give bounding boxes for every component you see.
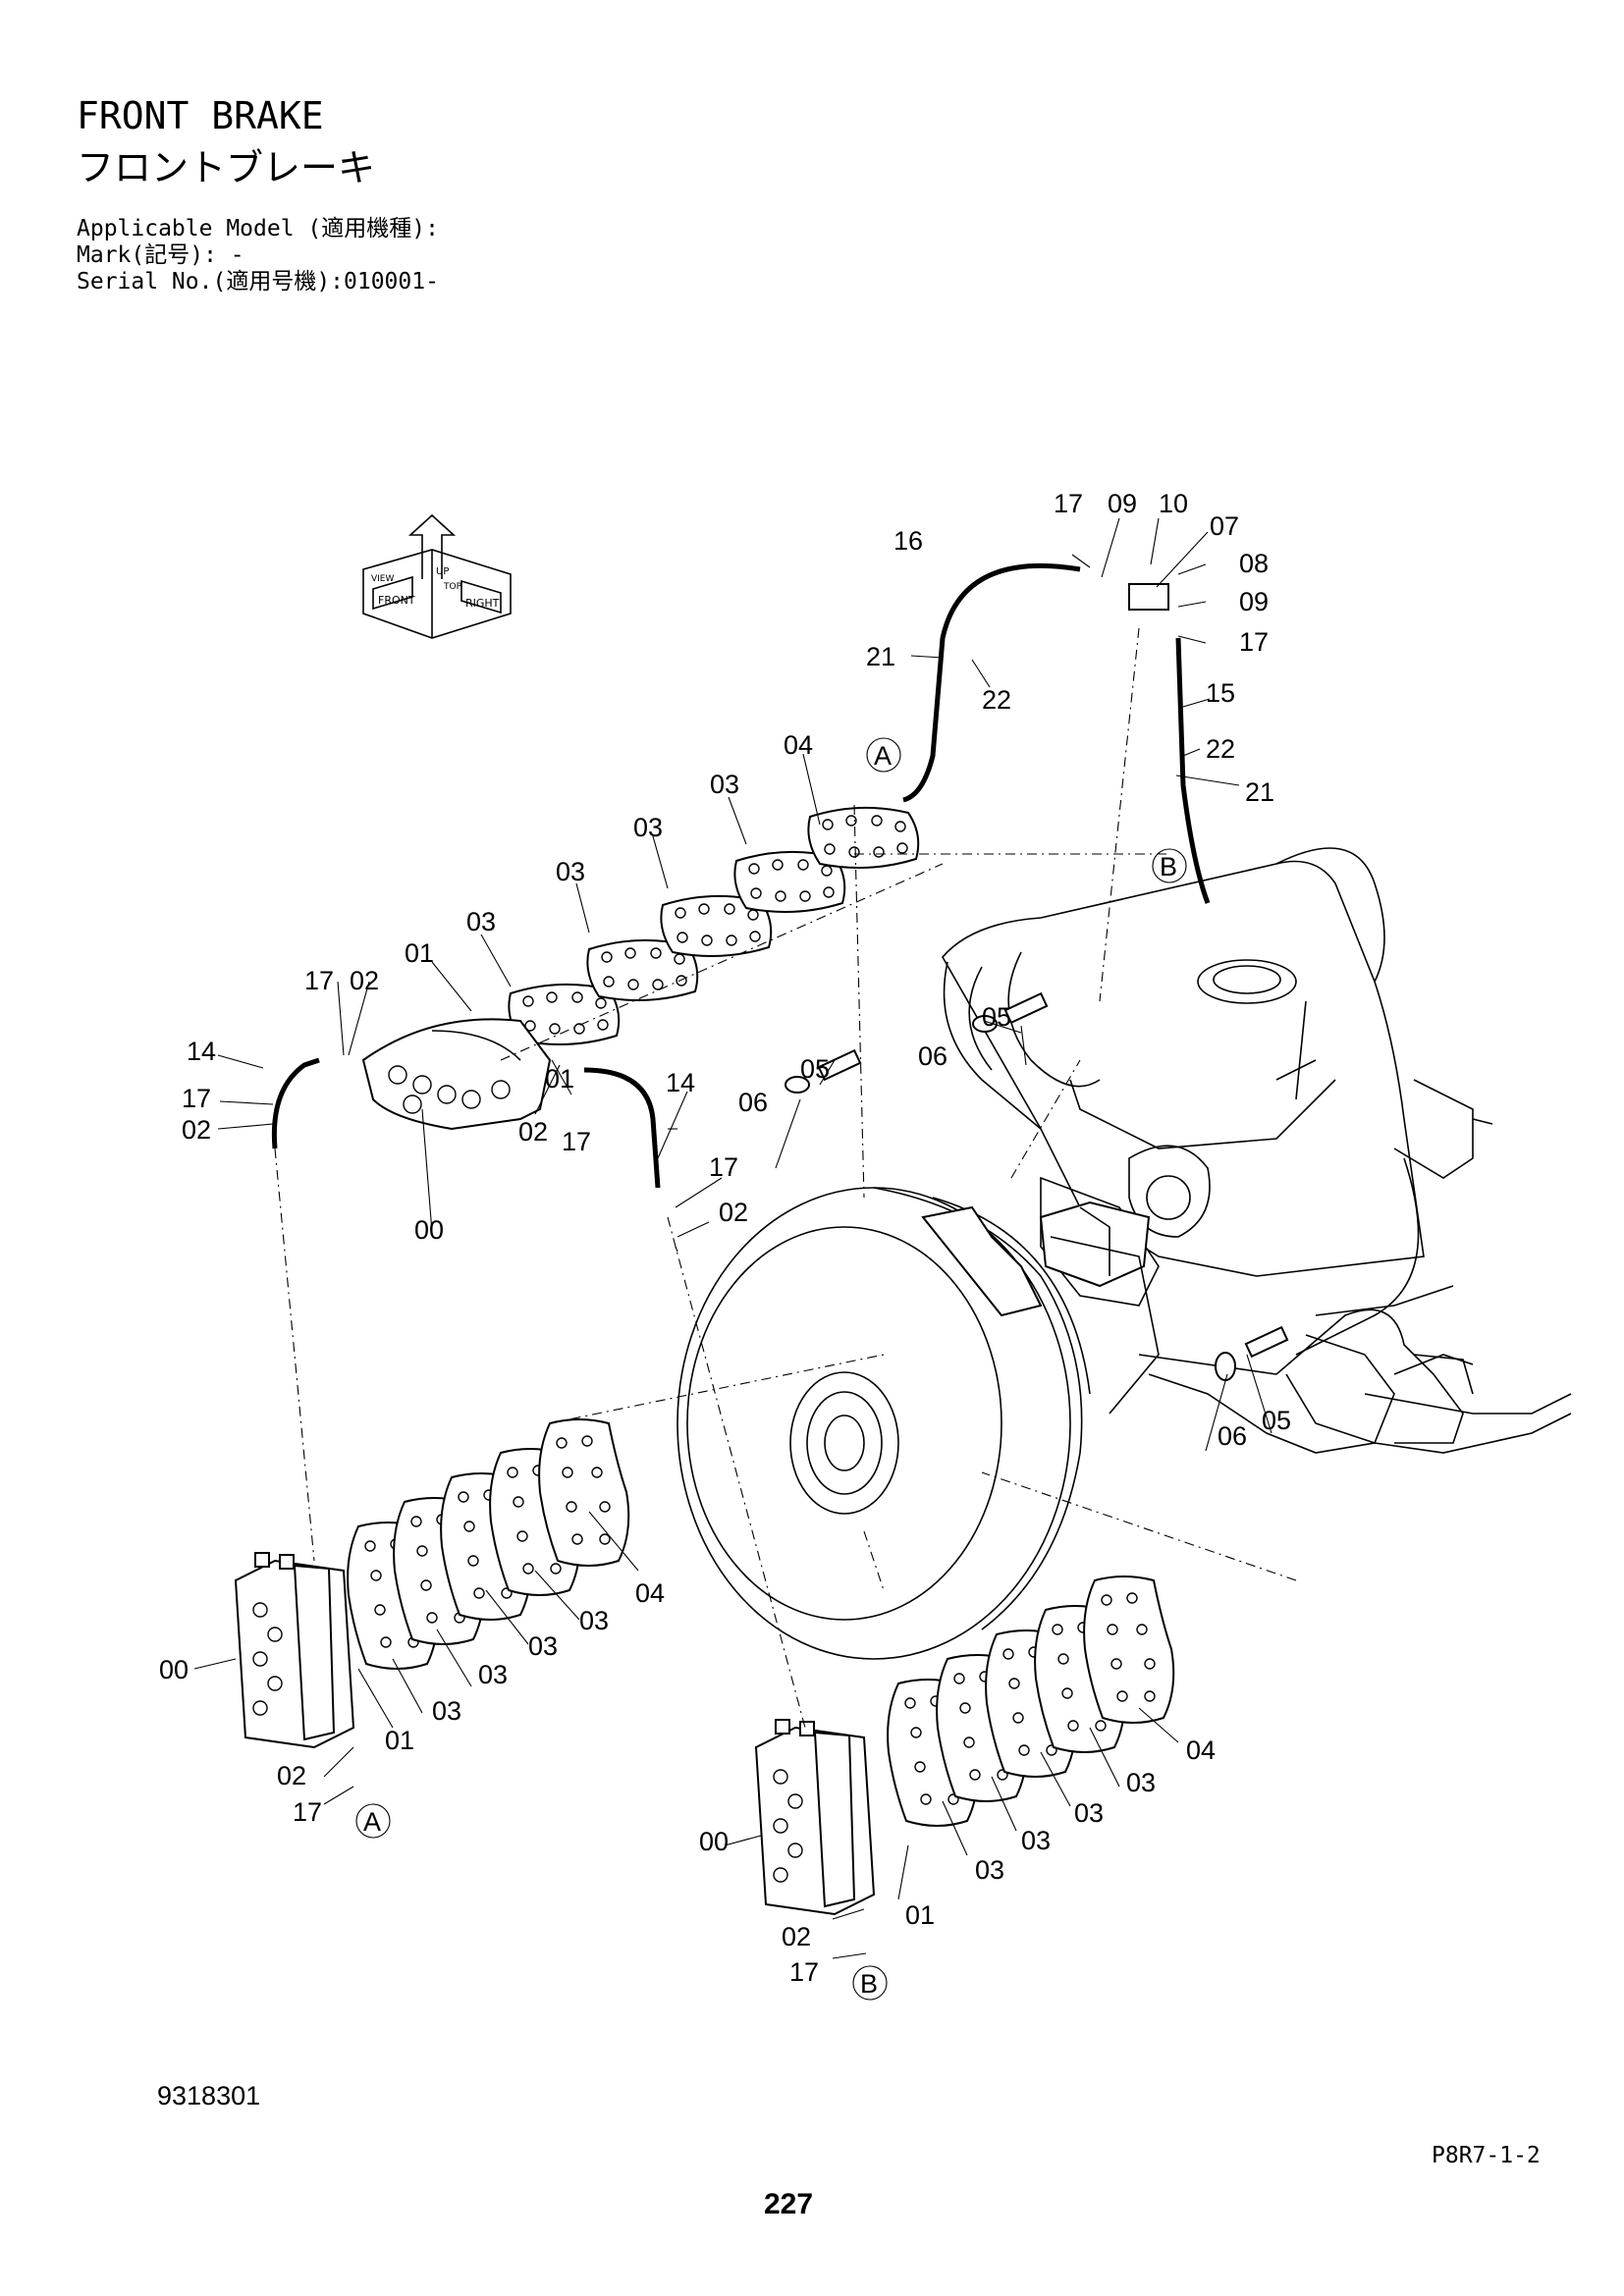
part-label: 03 xyxy=(1074,1798,1104,1828)
part-label: 03 xyxy=(432,1696,461,1726)
part-label: 01 xyxy=(905,1900,935,1930)
view-label: VIEW xyxy=(371,574,394,584)
ref-a: A xyxy=(874,741,892,771)
orientation-indicator: FRONT RIGHT UP VIEW TOP xyxy=(362,513,512,639)
part-label: 03 xyxy=(975,1855,1004,1885)
part-label: 03 xyxy=(1021,1826,1051,1855)
applicable-model: Applicable Model (適用機種): xyxy=(77,216,439,241)
part-label: 22 xyxy=(1206,734,1235,764)
right-caliper xyxy=(755,1719,875,1915)
part-label: 02 xyxy=(182,1115,211,1145)
ref-b: B xyxy=(860,1969,878,1999)
part-label: 06 xyxy=(1218,1421,1247,1451)
part-label: 03 xyxy=(466,907,496,936)
leader-lines xyxy=(193,517,1272,1959)
assembly-lines xyxy=(274,627,1297,1729)
part-label: 09 xyxy=(1239,587,1269,616)
mark: Mark(記号): - xyxy=(77,242,244,268)
axle-housing xyxy=(942,847,1572,1454)
part-label: 06 xyxy=(738,1088,768,1117)
part-label: 17 xyxy=(709,1152,738,1182)
part-label: 14 xyxy=(666,1068,695,1097)
part-label: 01 xyxy=(405,938,434,968)
part-label: 06 xyxy=(918,1041,947,1071)
part-label: 02 xyxy=(518,1117,548,1147)
part-label: 05 xyxy=(1262,1406,1291,1435)
top-caliper xyxy=(361,1018,552,1131)
front-label: FRONT xyxy=(378,594,415,607)
wheel-hub xyxy=(677,1187,1160,1660)
page-number: 227 xyxy=(764,2188,814,2220)
drawing-number: 9318301 xyxy=(157,2081,261,2110)
part-label: 03 xyxy=(633,813,663,842)
part-label: 05 xyxy=(982,1002,1011,1032)
page-code: P8R7-1-2 xyxy=(1432,2143,1541,2168)
top-plate-stack xyxy=(508,806,920,1045)
part-labels: 17 09 10 07 08 09 17 15 22 21 16 21 22 0… xyxy=(159,489,1291,1987)
part-label: 04 xyxy=(1186,1735,1216,1765)
part-label: 05 xyxy=(800,1054,830,1084)
part-label: 00 xyxy=(699,1827,729,1856)
part-label: 21 xyxy=(866,642,895,671)
part-label: 10 xyxy=(1159,489,1188,518)
part-label: 02 xyxy=(277,1761,306,1790)
part-label: 02 xyxy=(782,1922,811,1951)
part-label: 17 xyxy=(1239,627,1269,657)
part-label: 08 xyxy=(1239,549,1269,578)
left-caliper xyxy=(235,1552,354,1748)
part-label: 01 xyxy=(385,1726,414,1755)
part-label: 03 xyxy=(478,1660,508,1689)
page-title-japanese: フロントブレーキ xyxy=(77,146,376,189)
part-label: 21 xyxy=(1245,777,1274,807)
right-label: RIGHT xyxy=(465,597,500,610)
part-label: 00 xyxy=(414,1215,444,1245)
part-label: 02 xyxy=(719,1198,748,1227)
part-label: 04 xyxy=(784,730,813,760)
part-label: 17 xyxy=(1054,489,1083,518)
top-label: TOP xyxy=(443,582,462,592)
bolts-and-washers xyxy=(785,991,1289,1381)
part-label: 17 xyxy=(789,1957,819,1987)
part-label: 04 xyxy=(635,1578,665,1608)
part-label: 03 xyxy=(1126,1768,1156,1797)
ref-markers: A B A B xyxy=(355,737,1187,2001)
part-label: 03 xyxy=(579,1606,609,1635)
part-label: 07 xyxy=(1210,511,1239,541)
serial-number: Serial No.(適用号機):010001- xyxy=(77,269,439,294)
part-label: 17 xyxy=(293,1797,322,1827)
part-label: 03 xyxy=(710,770,739,799)
ref-a: A xyxy=(363,1807,381,1837)
page-title: FRONT BRAKE xyxy=(77,94,324,137)
part-label: 16 xyxy=(893,526,923,556)
part-label: 03 xyxy=(528,1631,558,1661)
part-label: 00 xyxy=(159,1655,189,1684)
part-label: 03 xyxy=(556,857,585,886)
part-label: 17 xyxy=(304,966,334,995)
part-label: 17 xyxy=(182,1084,211,1113)
part-label: 22 xyxy=(982,685,1011,715)
part-label: 17 xyxy=(562,1127,591,1156)
part-label: 01 xyxy=(545,1064,574,1094)
part-label: 14 xyxy=(187,1037,216,1066)
part-label: 09 xyxy=(1108,489,1137,518)
brake-hoses xyxy=(271,562,1211,1189)
up-label: UP xyxy=(436,566,449,577)
part-label: 02 xyxy=(350,966,379,995)
ref-b: B xyxy=(1160,852,1177,881)
part-label: 15 xyxy=(1206,678,1235,708)
